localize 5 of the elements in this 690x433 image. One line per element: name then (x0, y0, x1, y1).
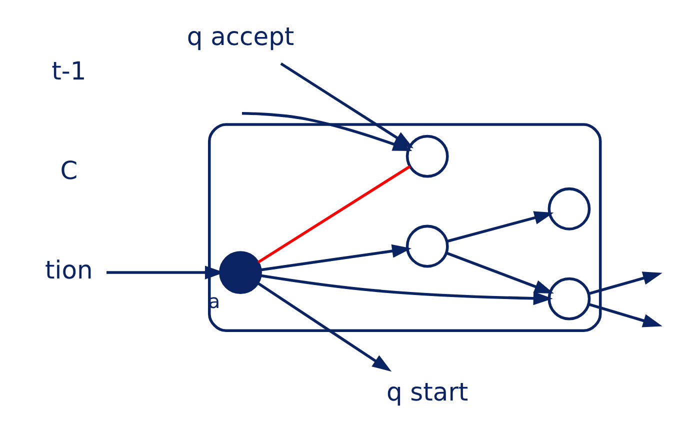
label: C (60, 156, 78, 185)
label: t-1 (51, 56, 86, 86)
node-text: tion (44, 256, 92, 285)
node-text: q start (386, 377, 468, 406)
node-text: q accept (186, 22, 294, 51)
